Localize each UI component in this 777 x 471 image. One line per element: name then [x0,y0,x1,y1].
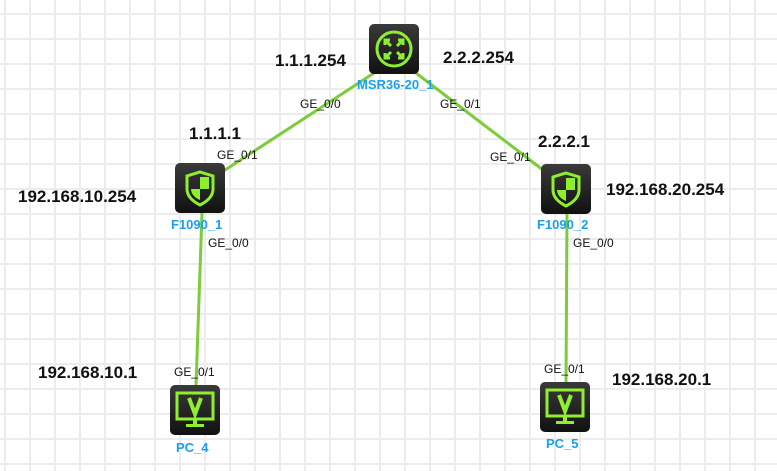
link-fw1-pc4[interactable] [194,212,204,387]
pc-5-name: PC_5 [546,436,579,451]
ip-label: 2.2.2.1 [538,132,590,151]
firewall-1-device[interactable] [175,163,225,213]
link-router-fw1[interactable] [221,58,395,174]
pc-icon [175,391,215,427]
port-label: GE_0/0 [300,97,341,111]
ip-label: 192.168.20.1 [612,370,712,389]
ip-label: 192.168.10.1 [38,363,138,382]
firewall-icon [185,170,215,207]
router-device[interactable] [369,24,419,74]
ip-label: 192.168.20.254 [606,180,725,199]
port-label: GE_0/1 [544,362,585,376]
link-router-fw2[interactable] [411,68,544,172]
pc-4-name: PC_4 [176,440,209,455]
port-label: GE_0/1 [440,97,481,111]
port-label: GE_0/1 [490,150,531,164]
ip-label: 192.168.10.254 [18,187,137,206]
firewall-icon [551,171,581,208]
pc-5-device[interactable] [540,382,590,432]
firewall-2-device[interactable] [541,164,591,214]
firewall-1-name: F1090_1 [171,217,223,232]
port-label: GE_0/0 [208,236,249,250]
link-fw2-pc5[interactable] [564,213,569,384]
port-label: GE_0/1 [174,365,215,379]
router-icon [375,30,413,68]
port-label: GE_0/1 [217,148,258,162]
ip-label: 1.1.1.254 [275,51,346,70]
port-label: GE_0/0 [573,236,614,250]
pc-icon [545,388,585,424]
pc-4-device[interactable] [170,385,220,435]
router-name: MSR36-20_1 [357,77,434,92]
firewall-2-name: F1090_2 [537,217,589,232]
ip-label: 1.1.1.1 [189,124,241,143]
ip-label: 2.2.2.254 [443,48,514,67]
